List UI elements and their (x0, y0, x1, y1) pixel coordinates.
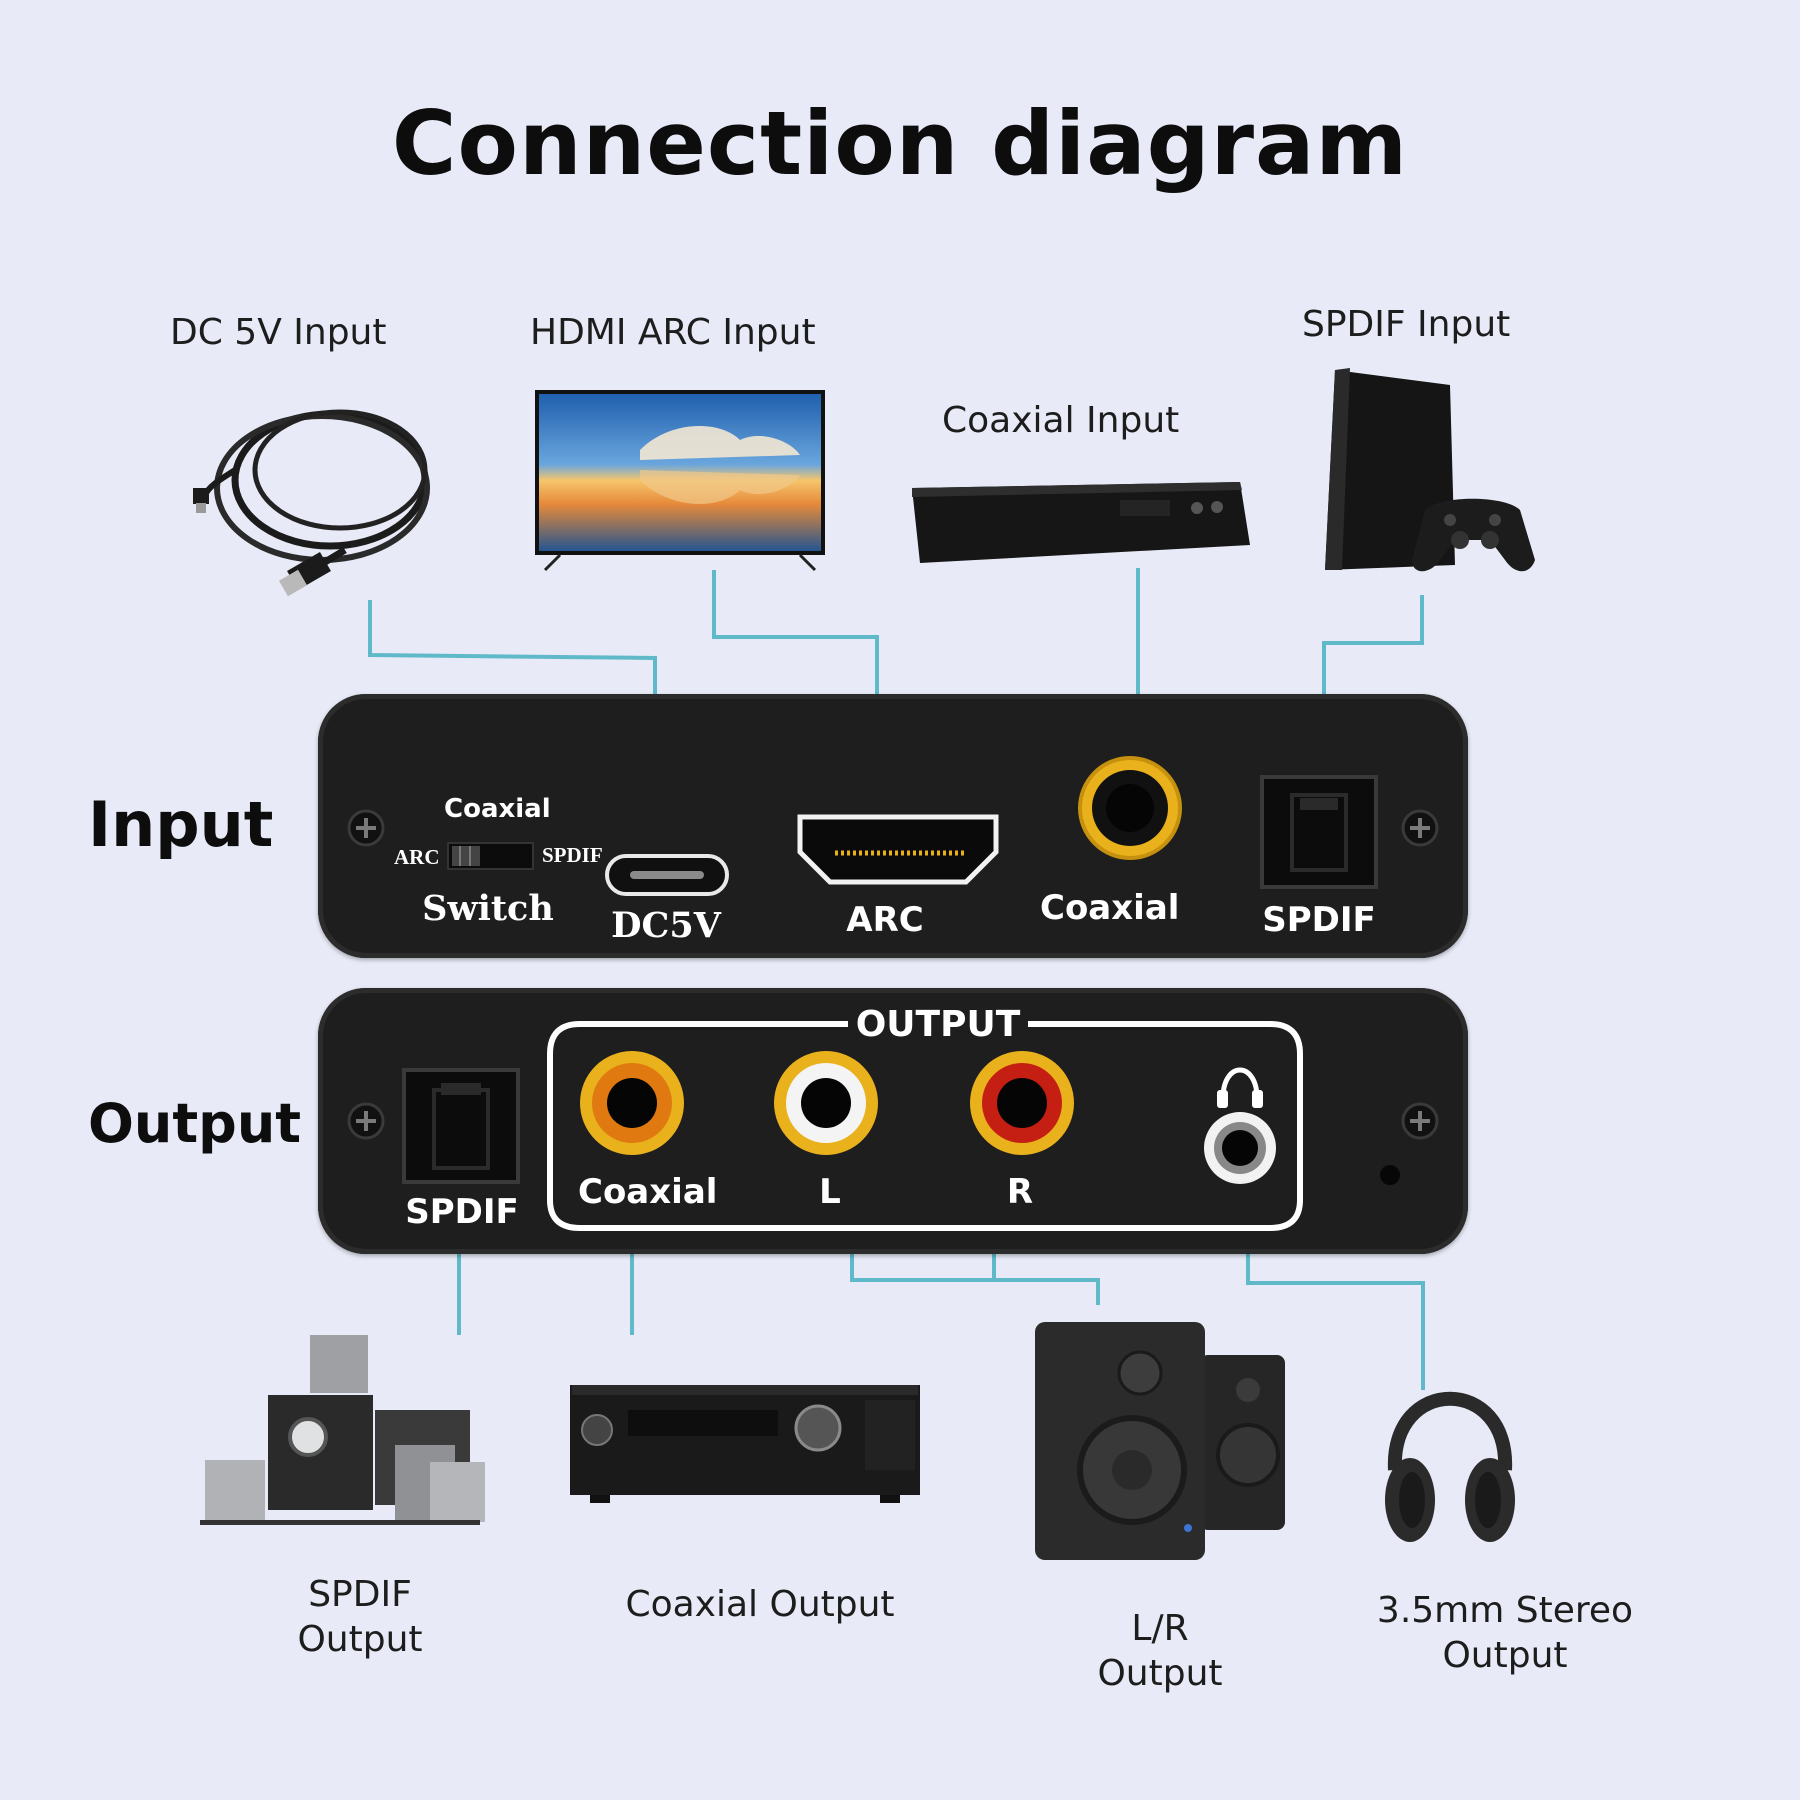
input-side-label: Input (88, 788, 274, 861)
spdif-output-port-icon (402, 1068, 520, 1184)
spdif-input-port-label: SPDIF (1262, 900, 1376, 940)
dc5v-port-label: DC5V (611, 905, 721, 946)
indicator-hole (1380, 1165, 1400, 1185)
headphone-symbol-icon (1217, 1067, 1263, 1108)
left-audio-jack-icon (774, 1051, 878, 1155)
output-group-frame (547, 1021, 1303, 1231)
output-group-label: OUTPUT (855, 1004, 1021, 1045)
disc-player-icon (912, 482, 1250, 563)
coaxial-output-port-label: Coaxial (578, 1172, 718, 1212)
coaxial-output-jack-icon (580, 1051, 684, 1155)
spdif-output-label: SPDIF Output (260, 1572, 460, 1662)
screw-icon (347, 809, 385, 847)
output-side-label: Output (88, 1092, 302, 1155)
stereo-output-label: 3.5mm Stereo Output (1376, 1590, 1634, 1676)
switch-spdif-label: SPDIF (542, 843, 603, 867)
left-port-label: L (819, 1172, 841, 1212)
spdif-output-port-label: SPDIF (405, 1192, 519, 1232)
lr-output-label-line1: L/R (1131, 1608, 1189, 1649)
screw-icon (347, 1102, 385, 1140)
headphones-icon (1385, 1391, 1515, 1542)
spdif-input-label: SPDIF Input (1302, 304, 1511, 345)
hdmi-input-label: HDMI ARC Input (530, 312, 816, 353)
switch-coaxial-label: Coaxial (444, 794, 551, 824)
spdif-output-label-line1: SPDIF (308, 1574, 412, 1615)
av-receiver-icon (570, 1385, 920, 1503)
hdmi-port-icon (797, 814, 999, 885)
usb-cable-icon (193, 409, 430, 597)
arc-port-label: ARC (846, 900, 924, 940)
screw-icon (1401, 1102, 1439, 1140)
page-title: Connection diagram (391, 92, 1409, 195)
spdif-output-label-line2: Output (297, 1619, 423, 1660)
bookshelf-speakers-icon (1035, 1322, 1285, 1560)
usb-c-port-icon (605, 854, 729, 896)
lr-output-label: L/R Output (1060, 1606, 1260, 1696)
home-theater-icon (200, 1335, 485, 1525)
screw-icon (1401, 809, 1439, 847)
dc-input-label: DC 5V Input (170, 312, 387, 353)
switch-arc-label: ARC (394, 845, 440, 869)
coaxial-input-port-label: Coaxial (1040, 888, 1180, 928)
headphone-jack-icon (1204, 1112, 1276, 1184)
coaxial-input-jack-icon (1078, 756, 1182, 860)
spdif-input-port-icon (1260, 775, 1378, 889)
game-console-icon (1325, 368, 1535, 572)
right-port-label: R (1006, 1172, 1034, 1212)
coaxial-input-label: Coaxial Input (942, 400, 1180, 441)
coaxial-output-label: Coaxial Output (625, 1584, 895, 1625)
tv-icon (535, 390, 825, 572)
switch-label: Switch (422, 888, 554, 929)
selector-switch (447, 842, 534, 870)
lr-output-label-line2: Output (1097, 1653, 1223, 1694)
right-audio-jack-icon (970, 1051, 1074, 1155)
